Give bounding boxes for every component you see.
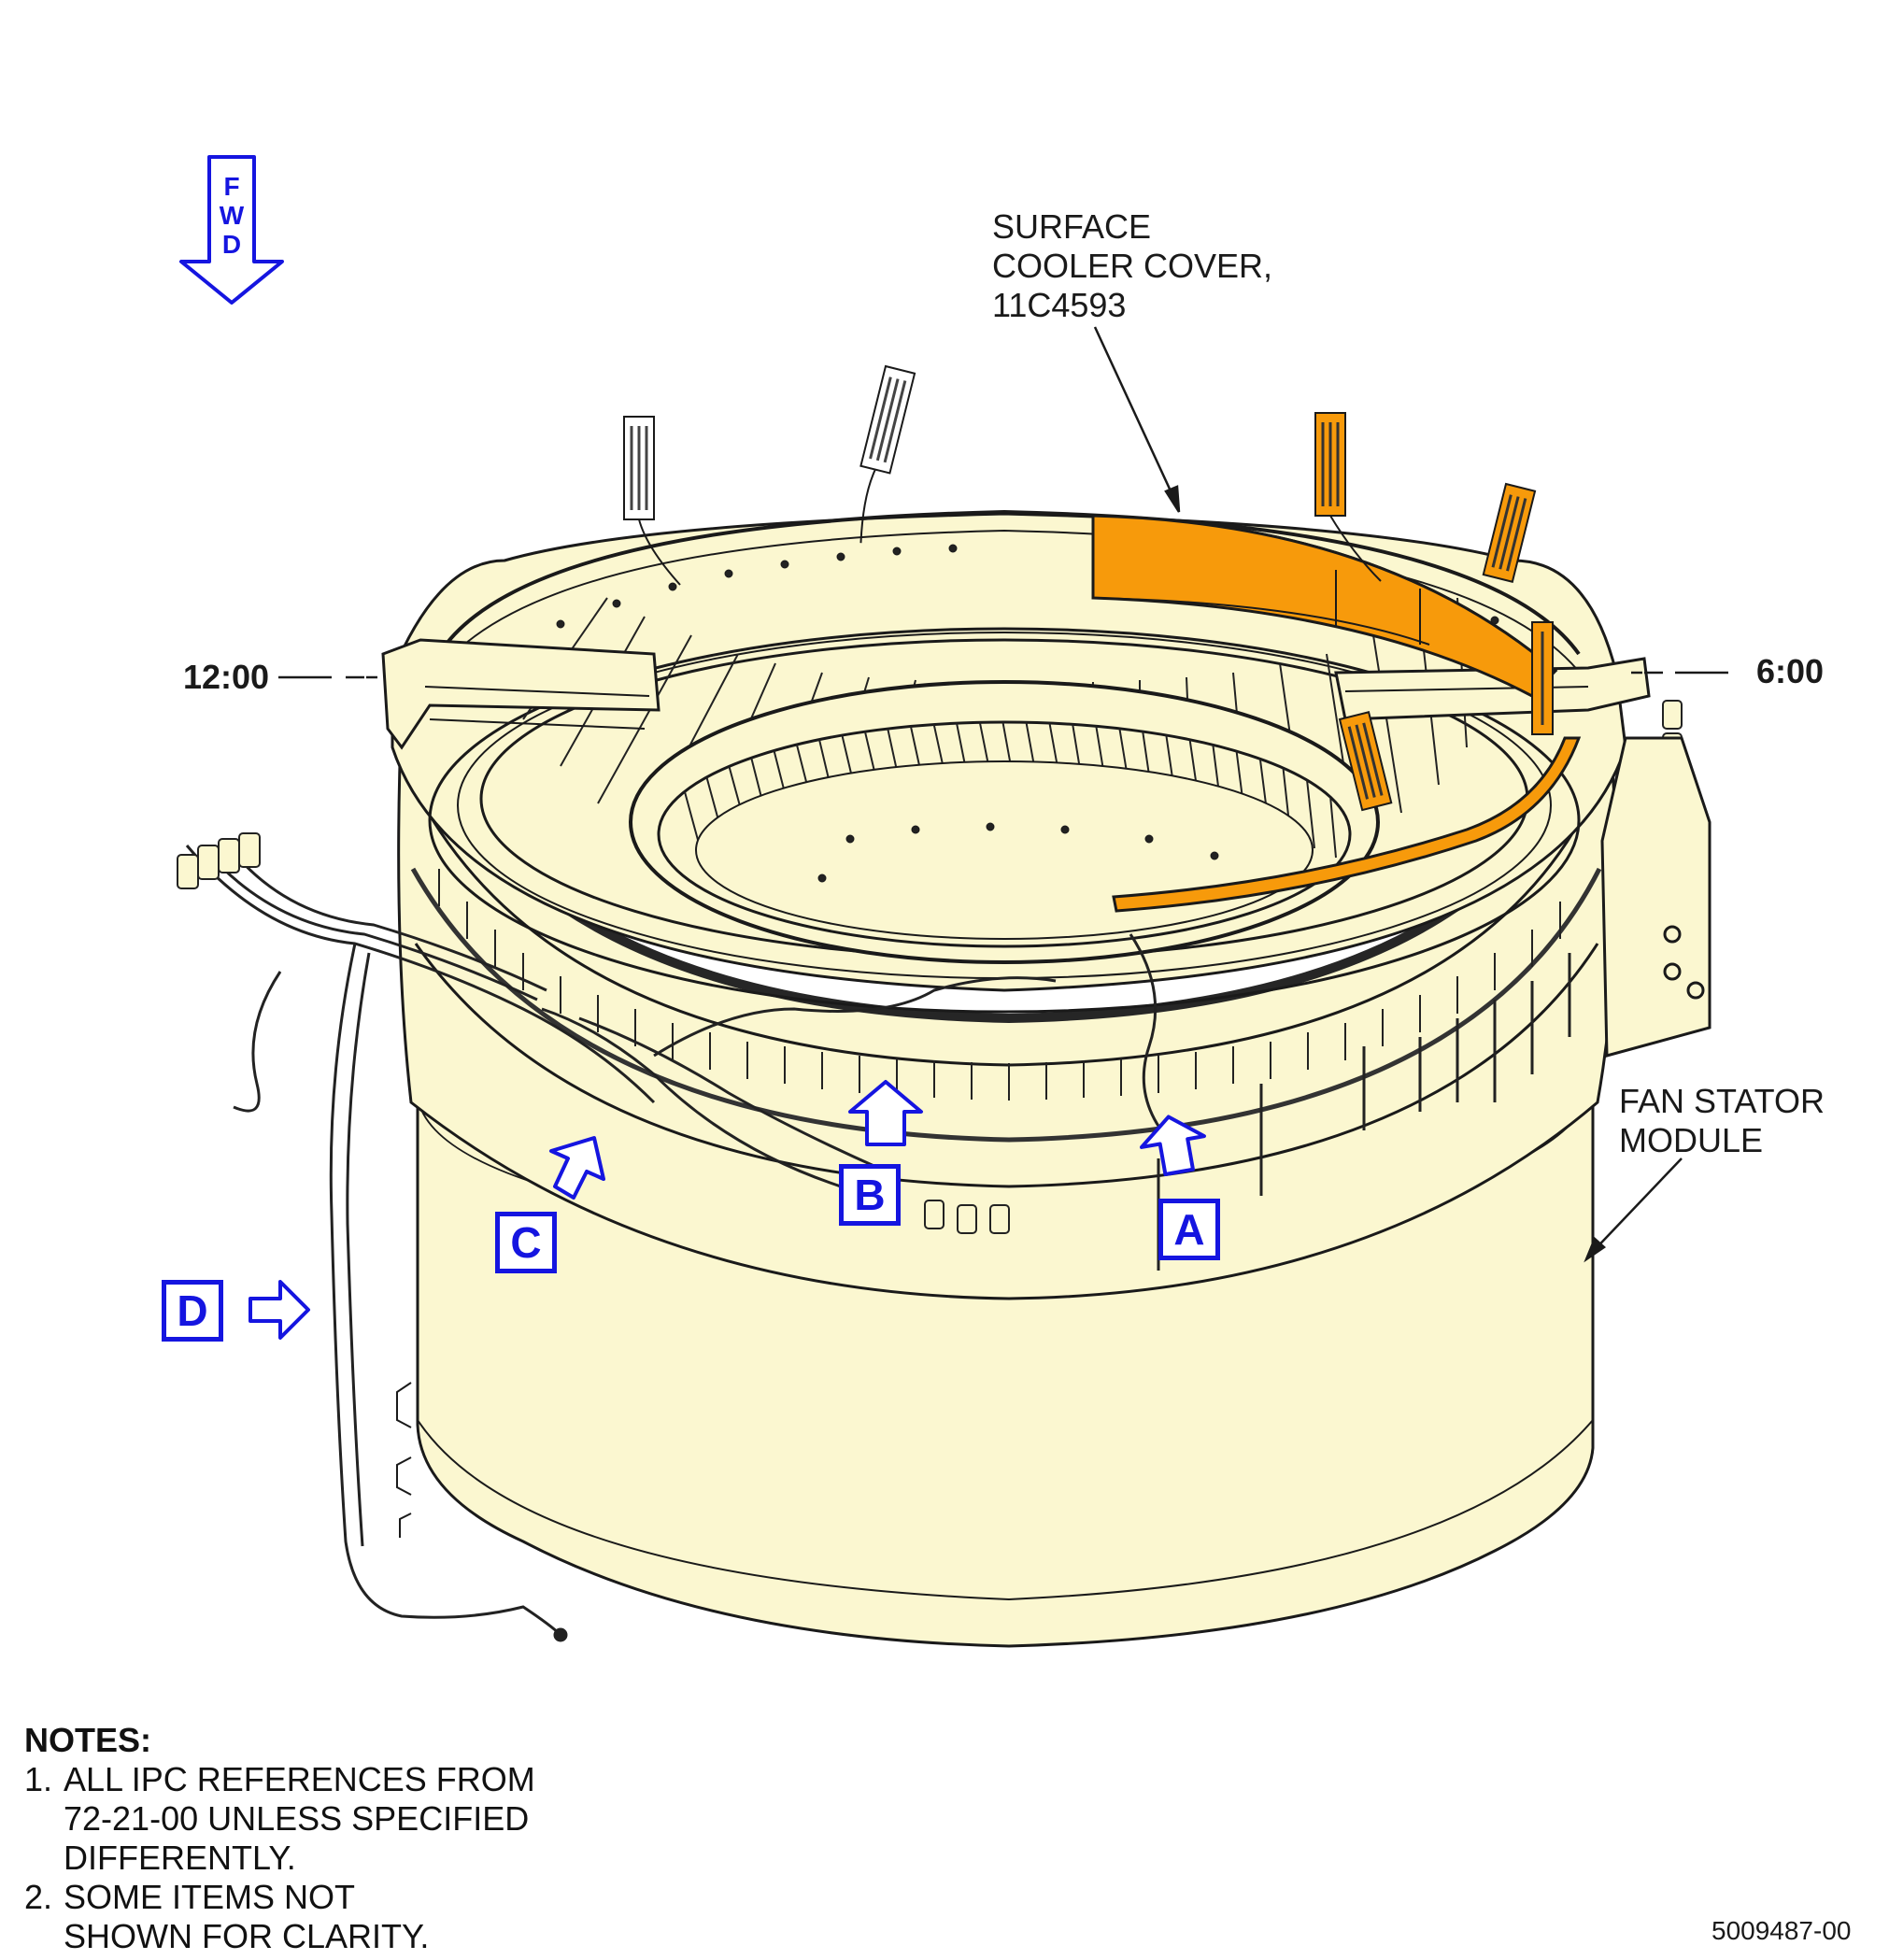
warning-tag [859,364,916,544]
fwd-letter: D [221,230,242,259]
note-item: 1. ALL IPC REFERENCES FROM 72-21-00 UNLE… [24,1760,624,1878]
callout-line: 11C4593 [992,286,1127,324]
warning-tag [623,416,681,586]
callout-line: SURFACE [992,207,1152,246]
view-d-label: D [162,1280,223,1342]
fwd-letter: W [219,201,245,230]
view-c-label: C [495,1212,557,1273]
notes-section: NOTES: 1. ALL IPC REFERENCES FROM 72-21-… [24,1721,624,1956]
support-beams [381,638,1651,750]
note-text: SOME ITEMS NOT SHOWN FOR CLARITY. [64,1878,430,1955]
view-a-label: A [1158,1199,1220,1260]
view-b-arrow [848,1080,923,1146]
fan-inner-duct [629,680,1380,964]
view-d-arrow [249,1280,310,1340]
callout-line: COOLER COVER, [992,247,1273,285]
wire-harness [185,840,1179,1642]
view-c-arrow [549,1136,605,1200]
warning-tag [1314,412,1382,582]
leader-lines [278,326,1728,1263]
figure-number: 5009487-00 [1711,1916,1852,1945]
fwd-label: F W D [209,172,254,259]
view-arrows [179,155,1206,1340]
fwd-arrow [179,155,284,305]
warning-tag [1338,711,1393,812]
fan-stator-callout: FAN STATOR MODULE [1619,1082,1825,1160]
note-text: ALL IPC REFERENCES FROM 72-21-00 UNLESS … [64,1760,535,1877]
fwd-letter: F [223,172,240,201]
note-number: 1. [24,1760,53,1798]
warning-tag [1531,621,1554,735]
callout-line: MODULE [1619,1121,1764,1159]
right-side-bracket [1600,736,1711,1058]
note-number: 2. [24,1878,53,1916]
note-item: 2. SOME ITEMS NOT SHOWN FOR CLARITY. [24,1878,624,1956]
clock-position-right: 6:00 [1756,652,1825,690]
notes-title: NOTES: [24,1721,152,1759]
surface-cooler-cover [1091,514,1582,913]
surface-cooler-callout: SURFACE COOLER COVER, 11C4593 [992,207,1272,325]
warning-tags [623,364,1554,812]
view-b-label: B [839,1164,901,1226]
view-a-arrow [1139,1115,1206,1176]
callout-line: FAN STATOR [1619,1082,1825,1120]
clock-position-left: 12:00 [183,658,270,696]
warning-tag [1482,482,1537,583]
